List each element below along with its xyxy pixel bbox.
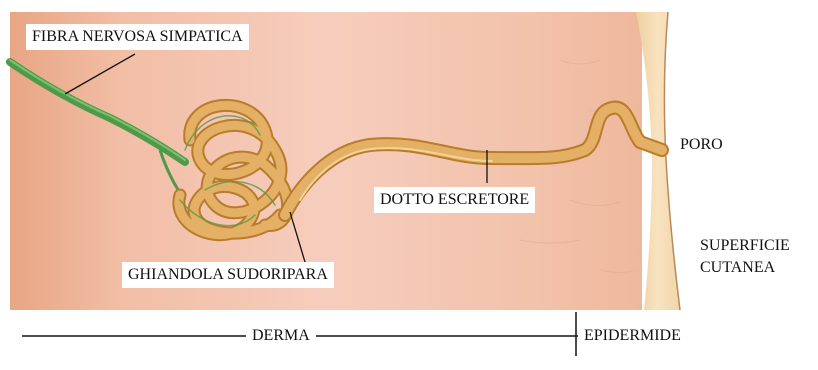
label-derma: DERMA: [246, 323, 316, 349]
epidermis-area: [636, 12, 680, 310]
label-ghiandola-sudoripara: GHIANDOLA SUDORIPARA: [122, 262, 334, 288]
label-dotto-escretore: DOTTO ESCRETORE: [374, 187, 535, 213]
label-epidermide: EPIDERMIDE: [578, 323, 687, 349]
label-poro: PORO: [680, 135, 723, 155]
label-fibra-nervosa-simpatica: FIBRA NERVOSA SIMPATICA: [26, 24, 249, 50]
label-superficie: SUPERFICIE: [700, 236, 790, 256]
label-cutanea: CUTANEA: [700, 258, 775, 278]
